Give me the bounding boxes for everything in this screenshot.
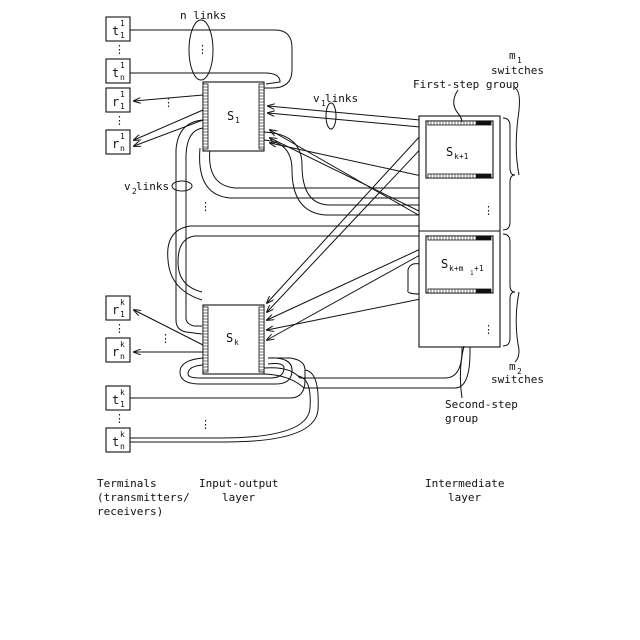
port-strip <box>203 84 208 149</box>
link-ellipsis: ⋮ <box>200 200 211 213</box>
svg-text:v: v <box>124 180 131 193</box>
svg-text:k+1: k+1 <box>454 152 469 161</box>
switch-skm1: S k+m 1 +1 <box>426 236 493 293</box>
svg-text:m: m <box>509 49 516 62</box>
svg-text:t: t <box>112 24 119 38</box>
svg-text:t: t <box>112 393 119 407</box>
svg-text:receivers): receivers) <box>97 505 163 518</box>
terminal-t1-1: t 1 1 <box>106 17 130 41</box>
svg-text:t: t <box>112 435 119 449</box>
port-strip <box>428 289 491 293</box>
m1-switches-label: m 1 switches <box>491 49 544 77</box>
svg-text:1: 1 <box>120 19 125 28</box>
svg-text:Intermediate: Intermediate <box>425 477 504 490</box>
port-strip <box>259 307 264 372</box>
svg-text:+1: +1 <box>474 264 484 273</box>
terminal-r1-k: r k 1 <box>106 296 130 320</box>
svg-text:layer: layer <box>448 491 481 504</box>
svg-text:1: 1 <box>120 102 125 111</box>
svg-text:1: 1 <box>120 132 125 141</box>
switch-s1: S 1 <box>203 82 264 151</box>
m2-switches-label: m 2 switches <box>491 360 544 386</box>
switch-sk1: S k+1 <box>426 121 493 178</box>
first-step-group-label: First-step group <box>413 78 519 91</box>
terminal-rn-1: r 1 n <box>106 130 130 154</box>
terminal-ellipsis: ⋮ <box>114 43 125 56</box>
port-strip <box>259 84 264 149</box>
svg-text:r: r <box>112 95 119 109</box>
svg-text:r: r <box>112 137 119 151</box>
terminal-ellipsis: ⋮ <box>114 114 125 127</box>
svg-text:k: k <box>120 340 125 349</box>
svg-text:t: t <box>112 66 119 80</box>
svg-text:S: S <box>227 109 234 123</box>
svg-text:k: k <box>120 430 125 439</box>
svg-text:switches: switches <box>491 373 544 386</box>
svg-text:1: 1 <box>120 61 125 70</box>
svg-text:1: 1 <box>120 400 125 409</box>
svg-text:n: n <box>120 442 125 451</box>
port-strip <box>203 307 208 372</box>
svg-text:1: 1 <box>120 31 125 40</box>
terminal-r1-1: r 1 1 <box>106 88 130 112</box>
svg-text:1: 1 <box>120 310 125 319</box>
svg-text:S: S <box>226 331 233 345</box>
svg-text:k+m: k+m <box>449 264 464 273</box>
svg-text:m: m <box>509 360 516 373</box>
svg-text:n: n <box>120 73 125 82</box>
caption-io-layer: Input-output layer <box>199 477 278 504</box>
terminal-ellipsis: ⋮ <box>114 412 125 425</box>
svg-text:links: links <box>136 180 169 193</box>
switch-sk: S k <box>203 305 264 374</box>
port-strip <box>428 174 491 178</box>
svg-text:r: r <box>112 303 119 317</box>
port-strip <box>428 236 491 240</box>
svg-text:S: S <box>446 145 453 159</box>
svg-text:k: k <box>234 338 239 347</box>
svg-text:layer: layer <box>222 491 255 504</box>
terminals-bottom: r k 1 ⋮ r k n t k 1 ⋮ t k n <box>106 296 130 452</box>
caption-terminals: Terminals (transmitters/ receivers) <box>97 477 190 518</box>
svg-text:n: n <box>120 144 125 153</box>
v1-links-label: v 1 links <box>313 92 358 108</box>
svg-text:Terminals: Terminals <box>97 477 157 490</box>
svg-text:switches: switches <box>491 64 544 77</box>
intermediate-layer: S k+1 ⋮ S k+m 1 +1 ⋮ <box>419 116 500 347</box>
port-strip <box>428 121 491 125</box>
svg-text:1: 1 <box>120 90 125 99</box>
link-ellipsis: ⋮ <box>200 418 211 431</box>
terminal-ellipsis: ⋮ <box>114 322 125 335</box>
link-ellipsis: ⋮ <box>197 43 208 56</box>
caption-intermediate: Intermediate layer <box>425 477 504 504</box>
svg-text:(transmitters/: (transmitters/ <box>97 491 190 504</box>
link-ellipsis: ⋮ <box>160 332 171 345</box>
svg-text:links: links <box>325 92 358 105</box>
terminal-tn-1: t 1 n <box>106 59 130 83</box>
switch-ellipsis: ⋮ <box>483 204 494 217</box>
svg-text:1: 1 <box>235 116 240 125</box>
terminal-rn-k: r k n <box>106 338 130 362</box>
switch-ellipsis: ⋮ <box>483 323 494 336</box>
svg-text:r: r <box>112 345 119 359</box>
svg-text:k: k <box>120 388 125 397</box>
svg-text:v: v <box>313 92 320 105</box>
second-step-group-label: Second-step <box>445 398 518 411</box>
svg-text:n: n <box>120 352 125 361</box>
second-step-group-label-line2: group <box>445 412 478 425</box>
v2-links-label: v 2 links <box>124 180 169 196</box>
n-links-label: n links <box>180 9 226 22</box>
terminals-top: t 1 1 ⋮ t 1 n r 1 1 ⋮ r 1 n <box>106 17 130 154</box>
link-ellipsis: ⋮ <box>163 96 174 109</box>
terminal-tn-k: t k n <box>106 428 130 452</box>
svg-text:S: S <box>441 257 448 271</box>
terminal-t1-k: t k 1 <box>106 386 130 410</box>
svg-text:k: k <box>120 298 125 307</box>
svg-text:Input-output: Input-output <box>199 477 278 490</box>
